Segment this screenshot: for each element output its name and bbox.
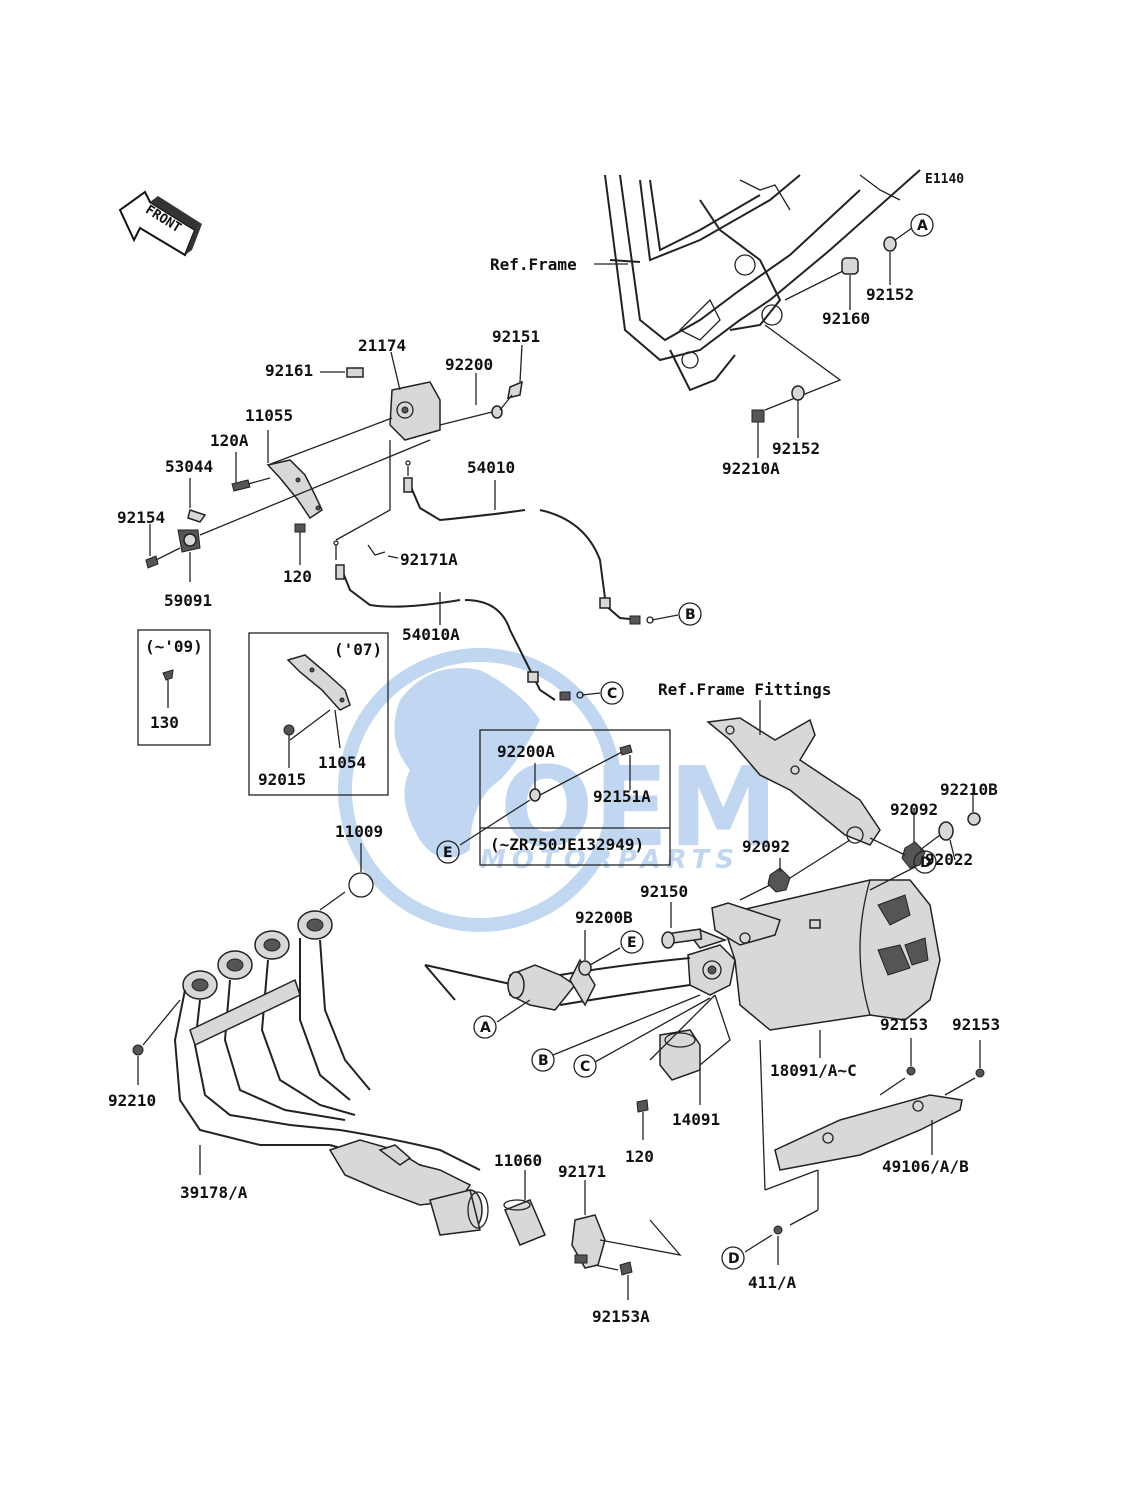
frame-fasteners: A — [751, 213, 934, 458]
callout-a-frame: A — [917, 218, 928, 234]
box-serial-part-b: 92151A — [593, 787, 651, 806]
label-92022: 92022 — [925, 850, 973, 869]
label-92153-a: 92153 — [880, 1015, 928, 1034]
valve-cover — [636, 994, 731, 1140]
exhaust-valve-actuator — [320, 344, 523, 441]
label-92210a: 92210A — [722, 459, 780, 478]
ref-frame-label: Ref.Frame — [490, 255, 577, 274]
label-92160: 92160 — [822, 309, 870, 328]
label-92154: 92154 — [117, 508, 165, 527]
label-59091: 59091 — [164, 591, 212, 610]
frame-drawing — [604, 169, 921, 392]
label-39178: 39178/A — [180, 1183, 248, 1202]
diagram-code: E1140 — [925, 172, 964, 187]
watermark-sub: MOTORPARTS — [480, 845, 740, 875]
front-arrow-icon: FRONT — [118, 190, 202, 257]
heat-guard: D — [721, 1038, 985, 1270]
callout-e-box: E — [443, 845, 453, 861]
callout-d-guard: D — [728, 1251, 740, 1267]
pipe-connector — [503, 1170, 682, 1300]
box-07-part-a: 11054 — [318, 753, 366, 772]
mid-pipe: E A B C — [424, 930, 711, 1078]
box-07-title: ('07) — [334, 640, 382, 659]
box-serial-note: (~ZR750JE132949) — [490, 835, 644, 854]
callout-c-cable: C — [607, 686, 617, 702]
callout-b-cable: B — [685, 607, 696, 623]
header-pipes — [132, 843, 489, 1236]
label-53044: 53044 — [165, 457, 213, 476]
label-92161: 92161 — [265, 361, 313, 380]
watermark-brand: OEM — [500, 743, 778, 871]
label-92152-b: 92152 — [772, 439, 820, 458]
label-411: 411/A — [748, 1273, 797, 1292]
callout-e-pipe: E — [627, 935, 637, 951]
callout-a-pipe: A — [480, 1020, 491, 1036]
valve-cables: B C — [333, 440, 702, 705]
label-120-top: 120 — [283, 567, 312, 586]
frame-fitting-bracket — [706, 700, 981, 901]
label-92210: 92210 — [108, 1091, 156, 1110]
watermark: OEM MOTORPARTS — [338, 648, 778, 932]
callout-b-pipe: B — [538, 1053, 549, 1069]
label-11009: 11009 — [335, 822, 383, 841]
label-92153a: 92153A — [592, 1307, 650, 1326]
box-to-09: (~'09) 130 — [137, 629, 211, 746]
label-21174: 21174 — [358, 336, 406, 355]
box-serial-part-a: 92200A — [497, 742, 555, 761]
box-07-part-b: 92015 — [258, 770, 306, 789]
label-14091: 14091 — [672, 1110, 720, 1129]
label-120-bottom: 120 — [625, 1147, 654, 1166]
label-54010a: 54010A — [402, 625, 460, 644]
label-92210b: 92210B — [940, 780, 998, 799]
label-11060: 11060 — [494, 1151, 542, 1170]
label-54010: 54010 — [467, 458, 515, 477]
label-92200b: 92200B — [575, 908, 633, 927]
label-92092-b: 92092 — [742, 837, 790, 856]
label-92171a: 92171A — [400, 550, 458, 569]
label-11055: 11055 — [245, 406, 293, 425]
label-92150: 92150 — [640, 882, 688, 901]
box-to-09-title: (~'09) — [145, 637, 203, 656]
label-49106: 49106/A/B — [882, 1157, 969, 1176]
label-92151: 92151 — [492, 327, 540, 346]
label-18091: 18091/A~C — [770, 1061, 857, 1080]
box-serial: 92200A 92151A (~ZR750JE132949) E — [436, 729, 671, 866]
label-92153-b: 92153 — [952, 1015, 1000, 1034]
label-92152-a: 92152 — [866, 285, 914, 304]
box-to-09-part: 130 — [150, 713, 179, 732]
label-92200: 92200 — [445, 355, 493, 374]
actuator-bracket — [145, 417, 431, 582]
muffler: D — [661, 850, 941, 1058]
callout-d-muffler: D — [920, 855, 932, 871]
label-120a-bolt: 120A — [210, 431, 249, 450]
label-92171: 92171 — [558, 1162, 606, 1181]
box-07: ('07) 11054 92015 — [248, 632, 389, 796]
label-92092-a: 92092 — [890, 800, 938, 819]
callout-c-pipe: C — [580, 1059, 590, 1075]
ref-frame-fittings-label: Ref.Frame Fittings — [658, 680, 831, 699]
